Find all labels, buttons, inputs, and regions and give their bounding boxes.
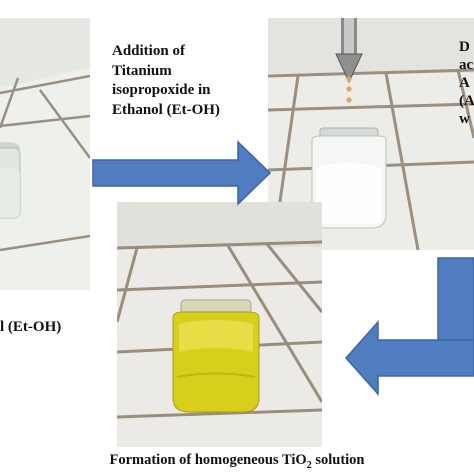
- right-photo-label: D ac A (A w: [459, 38, 474, 128]
- step-line: isopropoxide in: [112, 82, 211, 98]
- right-label-line: w: [459, 111, 470, 127]
- ethanol-jar: [0, 142, 21, 219]
- arrow-right-icon: [92, 140, 272, 206]
- right-label-line: ac: [459, 57, 474, 73]
- step-line: Addition of: [112, 43, 185, 59]
- dropper-icon: [335, 18, 363, 84]
- arrow-bent-left-icon: [344, 257, 474, 396]
- right-label-line: A: [459, 75, 470, 91]
- photo-tio2-solution: [117, 202, 322, 447]
- step-line: Titanium: [112, 62, 172, 79]
- acid-droplets: [346, 76, 352, 103]
- step-addition-label: Addition of Titanium isopropoxide in Eth…: [112, 42, 262, 120]
- step-line: Ethanol (Et-OH): [112, 101, 220, 118]
- left-photo-label: l (Et-OH): [0, 319, 62, 335]
- milky-jar: [311, 127, 387, 229]
- figure-caption: Formation of homogeneous TiO2 solution: [0, 451, 474, 472]
- photo-ethanol-jar: [0, 18, 90, 290]
- caption-suffix: solution: [311, 452, 365, 468]
- caption-subscript: 2: [306, 459, 312, 471]
- right-label-line: (A: [459, 93, 474, 109]
- right-label-line: D: [459, 39, 470, 55]
- yellow-jar: [172, 299, 260, 413]
- caption-text: Formation of homogeneous TiO: [109, 452, 307, 468]
